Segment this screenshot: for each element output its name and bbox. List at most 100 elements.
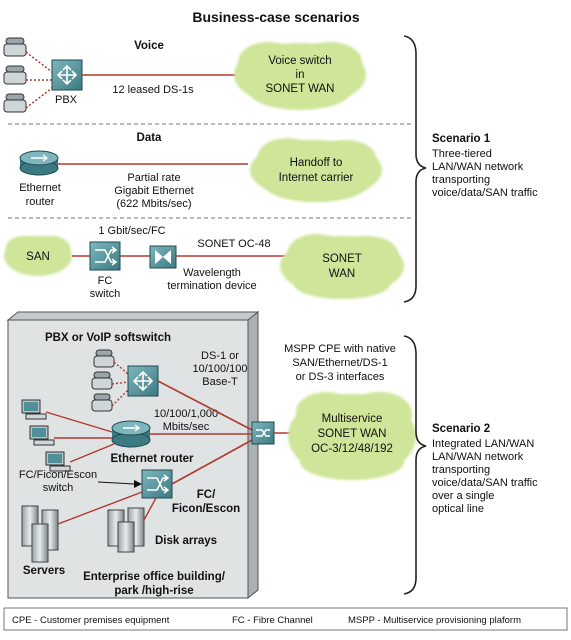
- data-cloud-line2: Internet carrier: [279, 172, 354, 184]
- scenario1-bracket: [403, 35, 427, 303]
- mspp-cpe-icon: [251, 421, 275, 445]
- fc-switch-icon: [89, 241, 121, 271]
- diagram-title: Business-case scenarios: [192, 9, 360, 25]
- scenario1-title: Scenario 1: [432, 133, 491, 145]
- phone-icon: [3, 65, 27, 85]
- computer-icon: [29, 425, 55, 446]
- legend-box: [3, 607, 568, 631]
- scenario2-desc-1: Integrated LAN/WAN: [432, 438, 534, 450]
- multiservice-cloud-line2: SONET WAN: [317, 428, 386, 440]
- legend-fc: FC - Fibre Channel: [232, 615, 313, 626]
- data-heading: Data: [137, 132, 163, 144]
- disk-arrays-icon: [107, 507, 145, 553]
- voice-link-label: 12 leased DS-1s: [112, 84, 194, 96]
- sonet-wan-line1: SONET: [322, 253, 362, 265]
- san-cloud: [4, 236, 72, 276]
- phone-link: [111, 381, 129, 385]
- multiservice-cloud-line3: OC-3/12/48/192: [311, 443, 393, 455]
- phone-link: [25, 51, 53, 73]
- ds1-label-1: DS-1 or: [201, 350, 239, 362]
- servers-icon: [21, 505, 59, 563]
- scenario2-bracket: [403, 335, 427, 595]
- phone-icon: [3, 93, 27, 113]
- sonet-wan-cloud: [280, 234, 404, 299]
- building-label-2: park /high-rise: [114, 585, 193, 597]
- pbx-mspp-link: [157, 380, 253, 431]
- phone-icon: [3, 37, 27, 57]
- computer-link: [69, 443, 115, 463]
- data-cloud-line1: Handoff to: [290, 157, 343, 169]
- pbx-label: PBX: [55, 94, 78, 106]
- voice-phones: [3, 37, 27, 113]
- fc-ficon-switch-label-1: FC/Ficon/Escon: [19, 469, 97, 481]
- building-label-1: Enterprise office building/: [83, 571, 226, 583]
- scenario2-desc-4: voice/data/SAN traffic: [432, 477, 538, 489]
- scenario2-desc-3: transporting: [432, 464, 490, 476]
- scenario1-desc-2: LAN/WAN network: [432, 161, 524, 173]
- computer-icon: [45, 451, 71, 472]
- scenario1-desc-4: voice/data/SAN traffic: [432, 187, 538, 199]
- enterprise-computers: [21, 399, 71, 472]
- fc-mspp-link: [171, 439, 253, 485]
- voice-cloud-line2: in: [296, 69, 305, 81]
- eth-speed-label-2: Mbits/sec: [163, 421, 210, 433]
- computer-link: [45, 411, 113, 433]
- servers-label: Servers: [23, 565, 65, 577]
- scenario2-desc-2: LAN/WAN network: [432, 451, 524, 463]
- fc-ficon-link-label-2: Ficon/Escon: [172, 503, 240, 515]
- eth-speed-label-1: 10/100/1,000: [154, 408, 218, 420]
- ds1-label-3: Base-T: [202, 376, 238, 388]
- sonet-oc48-label: SONET OC-48: [197, 238, 270, 250]
- pbx-voip-label: PBX or VoIP softswitch: [45, 332, 171, 344]
- multiservice-sonet-cloud: [288, 392, 416, 480]
- phone-icon: [91, 371, 113, 390]
- san-link-top-label: 1 Gbit/sec/FC: [98, 225, 165, 237]
- mspp-label-2: SAN/Ethernet/DS-1: [292, 357, 387, 369]
- phone-link: [113, 361, 129, 375]
- phone-icon: [93, 349, 115, 368]
- enterprise-phones: [91, 349, 115, 412]
- server-fc-link: [57, 491, 143, 525]
- phone-icon: [91, 393, 113, 412]
- scenario1-desc-3: transporting: [432, 174, 490, 186]
- fc-switch-label-2: switch: [90, 288, 121, 300]
- fc-switch-label-1: FC: [98, 275, 113, 287]
- fc-ficon-switch-label-2: switch: [43, 482, 74, 494]
- mspp-label-1: MSPP CPE with native: [284, 343, 396, 355]
- fc-ficon-link-label-1: FC/: [197, 489, 216, 501]
- voice-cloud-line3: SONET WAN: [265, 83, 334, 95]
- router-icon: [19, 150, 59, 176]
- callout-line: [97, 481, 135, 485]
- sonet-wan-line2: WAN: [329, 268, 355, 280]
- wtd-label-1: Wavelength: [183, 267, 241, 279]
- disk-arrays-label: Disk arrays: [155, 535, 217, 547]
- scenario1-desc-1: Three-tiered: [432, 148, 492, 160]
- fc-ficon-switch-icon: [141, 469, 173, 499]
- softswitch-icon: [127, 365, 159, 397]
- pbx-icon: [51, 59, 83, 91]
- ds1-label-2: 10/100/100: [192, 363, 247, 375]
- scenario2-title: Scenario 2: [432, 423, 490, 435]
- scenario2-desc-6: optical line: [432, 503, 484, 515]
- computer-icon: [21, 399, 47, 420]
- internet-carrier-cloud: [250, 138, 382, 202]
- wtd-label-2: termination device: [167, 280, 256, 292]
- legend-mspp: MSPP - Multiservice provisioning plaform: [348, 615, 521, 626]
- data-link-label-1: Partial rate: [127, 172, 180, 184]
- mspp-label-3: or DS-3 interfaces: [296, 371, 385, 383]
- legend-cpe: CPE - Customer premises equipment: [12, 615, 170, 626]
- ethernet-router-label: Ethernet router: [110, 453, 194, 465]
- phone-link: [25, 87, 53, 109]
- data-router-label-2: router: [26, 196, 55, 208]
- data-link-label-3: (622 Mbits/sec): [116, 198, 191, 210]
- disk-fc-link: [143, 497, 157, 521]
- voice-cloud-line1: Voice switch: [268, 55, 331, 67]
- ethernet-router-icon: [111, 420, 151, 448]
- data-router-label-1: Ethernet: [19, 182, 61, 194]
- voice-heading: Voice: [134, 40, 164, 52]
- callout-arrow-icon: [134, 480, 142, 488]
- scenario2-desc-5: over a single: [432, 490, 494, 502]
- voice-switch-cloud: [234, 42, 366, 110]
- san-cloud-label: SAN: [26, 251, 50, 263]
